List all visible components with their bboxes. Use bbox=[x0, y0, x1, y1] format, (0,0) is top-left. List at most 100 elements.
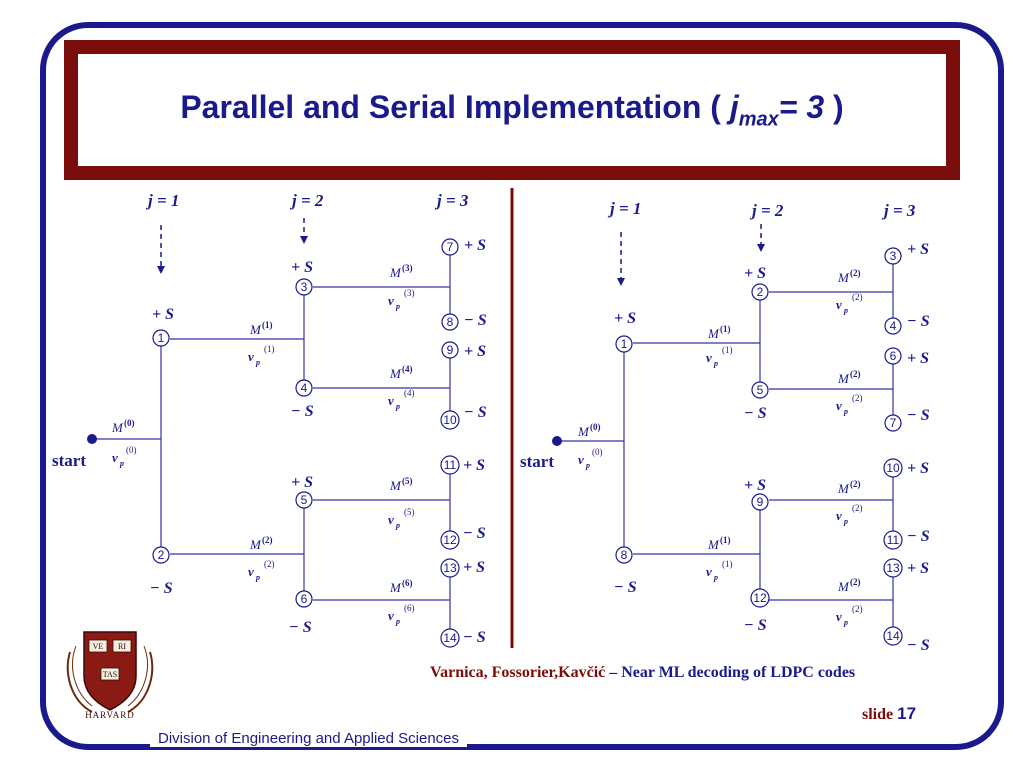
svg-text:(4): (4) bbox=[404, 388, 415, 398]
svg-text:M: M bbox=[837, 579, 850, 594]
svg-text:13: 13 bbox=[886, 561, 900, 575]
arrow-head bbox=[157, 266, 165, 274]
tree-node: 8 bbox=[615, 546, 633, 564]
svg-text:(2): (2) bbox=[264, 559, 275, 569]
tree-node: 1 bbox=[615, 335, 633, 353]
svg-text:p: p bbox=[713, 359, 718, 368]
svg-text:(2): (2) bbox=[262, 535, 273, 545]
svg-text:(0): (0) bbox=[590, 422, 601, 432]
svg-text:7: 7 bbox=[447, 240, 454, 254]
plus-s-label: + S bbox=[291, 259, 313, 276]
tree-node: 7 bbox=[884, 414, 902, 432]
svg-text:M: M bbox=[389, 366, 402, 381]
tree-node: 14 bbox=[440, 628, 460, 648]
start-label: start bbox=[52, 451, 86, 470]
svg-text:(0): (0) bbox=[124, 418, 135, 428]
svg-text:M: M bbox=[707, 537, 720, 552]
svg-text:3: 3 bbox=[301, 280, 308, 294]
svg-text:13: 13 bbox=[443, 561, 457, 575]
svg-text:9: 9 bbox=[757, 495, 764, 509]
svg-text:VE: VE bbox=[93, 642, 104, 651]
svg-text:(6): (6) bbox=[402, 578, 413, 588]
svg-text:p: p bbox=[119, 459, 124, 468]
tree-node: 6 bbox=[295, 590, 313, 608]
minus-s-label: − S bbox=[464, 312, 487, 329]
tree-node: 13 bbox=[883, 558, 903, 578]
tree-node: 11 bbox=[883, 530, 903, 550]
svg-text:p: p bbox=[395, 617, 400, 626]
svg-text:(1): (1) bbox=[722, 345, 733, 355]
svg-text:v: v bbox=[836, 508, 842, 523]
svg-text:M: M bbox=[389, 265, 402, 280]
svg-text:(5): (5) bbox=[404, 507, 415, 517]
svg-text:RI: RI bbox=[118, 642, 126, 651]
svg-text:5: 5 bbox=[301, 493, 308, 507]
svg-text:p: p bbox=[395, 521, 400, 530]
plus-s-label: + S bbox=[152, 306, 174, 323]
svg-text:(2): (2) bbox=[850, 268, 861, 278]
tree-node: 3 bbox=[884, 247, 902, 265]
plus-s-label: + S bbox=[464, 237, 486, 254]
title-box: Parallel and Serial Implementation ( jma… bbox=[64, 40, 960, 180]
svg-text:v: v bbox=[248, 349, 254, 364]
slide-number: slide 17 bbox=[862, 704, 917, 723]
svg-text:p: p bbox=[843, 306, 848, 315]
svg-text:v: v bbox=[388, 393, 394, 408]
svg-text:(2): (2) bbox=[850, 369, 861, 379]
svg-text:12: 12 bbox=[753, 591, 767, 605]
footer-text: Division of Engineering and Applied Scie… bbox=[150, 730, 468, 747]
minus-s-label: − S bbox=[907, 528, 930, 545]
svg-text:14: 14 bbox=[443, 631, 457, 645]
tree-node: 1 bbox=[152, 329, 170, 347]
svg-text:M: M bbox=[389, 580, 402, 595]
svg-text:(1): (1) bbox=[722, 559, 733, 569]
level-label: j = 3 bbox=[434, 191, 469, 210]
start-dot bbox=[87, 434, 97, 444]
svg-text:1: 1 bbox=[621, 337, 628, 351]
svg-text:p: p bbox=[255, 573, 260, 582]
svg-text:(1): (1) bbox=[720, 324, 731, 334]
left-tree-lines bbox=[92, 248, 451, 638]
svg-text:p: p bbox=[255, 358, 260, 367]
svg-text:9: 9 bbox=[447, 343, 454, 357]
minus-s-label: − S bbox=[464, 404, 487, 421]
plus-s-label: + S bbox=[907, 560, 929, 577]
minus-s-label: − S bbox=[463, 629, 486, 646]
svg-text:(1): (1) bbox=[720, 535, 731, 545]
tree-node: 4 bbox=[295, 379, 313, 397]
svg-text:8: 8 bbox=[621, 548, 628, 562]
svg-text:v: v bbox=[388, 608, 394, 623]
svg-text:(2): (2) bbox=[852, 393, 863, 403]
tree-node: 14 bbox=[883, 626, 903, 646]
tree-node: 9 bbox=[441, 341, 459, 359]
svg-text:10: 10 bbox=[886, 461, 900, 475]
left-level-arrows bbox=[160, 218, 305, 266]
svg-text:(1): (1) bbox=[262, 320, 273, 330]
svg-text:v: v bbox=[836, 609, 842, 624]
tree-node: 3 bbox=[295, 278, 313, 296]
svg-text:(6): (6) bbox=[404, 603, 415, 613]
svg-text:v: v bbox=[706, 350, 712, 365]
minus-s-label: − S bbox=[614, 579, 637, 596]
svg-text:4: 4 bbox=[890, 319, 897, 333]
svg-text:2: 2 bbox=[158, 548, 165, 562]
svg-text:8: 8 bbox=[447, 315, 454, 329]
plus-s-label: + S bbox=[907, 350, 929, 367]
svg-text:1: 1 bbox=[158, 331, 165, 345]
tree-node: 9 bbox=[751, 493, 769, 511]
svg-text:M: M bbox=[837, 371, 850, 386]
tree-node: 10 bbox=[440, 410, 460, 430]
svg-text:(2): (2) bbox=[850, 479, 861, 489]
tree-node: 5 bbox=[295, 491, 313, 509]
svg-text:(1): (1) bbox=[264, 344, 275, 354]
svg-text:TAS: TAS bbox=[103, 670, 117, 679]
